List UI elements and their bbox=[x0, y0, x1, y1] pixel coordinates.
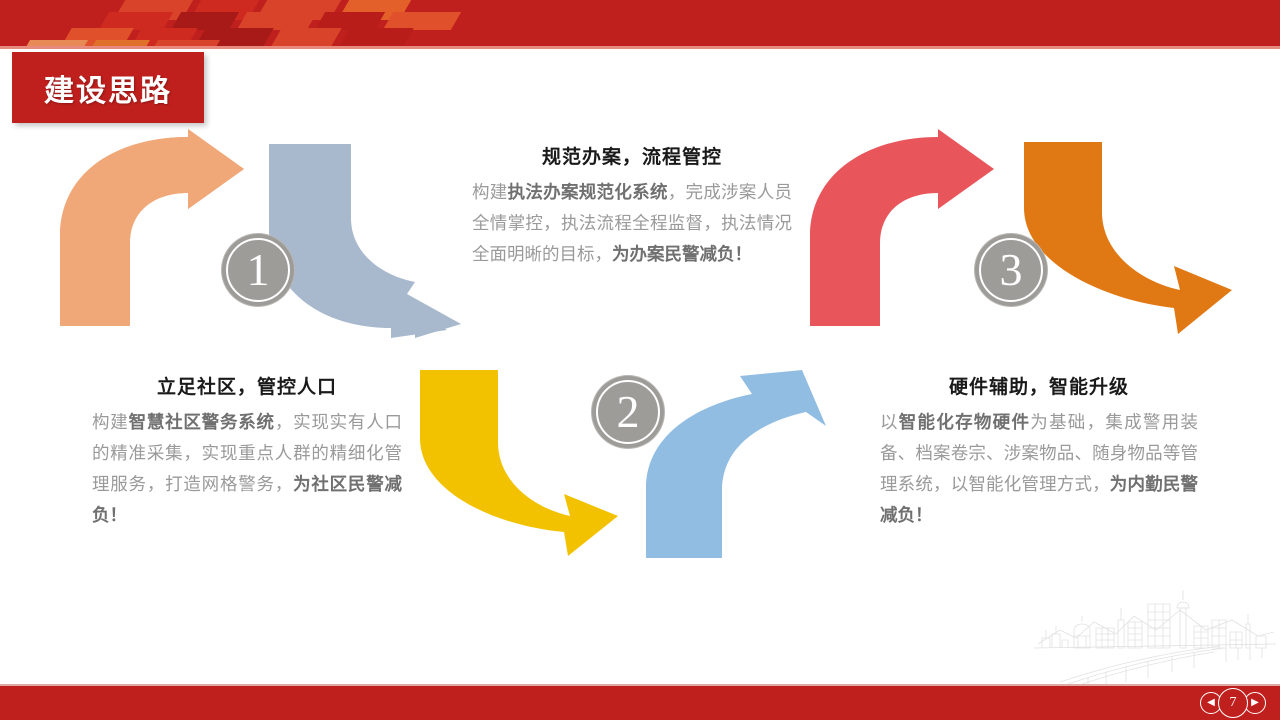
header-diagonal-pattern bbox=[0, 0, 560, 46]
hardware-bold-1: 智能化存物硬件 bbox=[898, 413, 1031, 433]
regulate-lead: 构建 bbox=[472, 183, 508, 203]
next-arrow-icon: ▶ bbox=[1251, 697, 1259, 708]
step-badge-3-number: 3 bbox=[999, 244, 1023, 295]
header-bar bbox=[0, 0, 1280, 46]
page-title-box: 建设思路 bbox=[12, 52, 204, 123]
header-underline bbox=[0, 46, 1280, 49]
page-number-badge: 7 bbox=[1218, 688, 1248, 718]
text-block-community: 立足社区，管控人口 构建智慧社区警务系统，实现实有人口的精准采集，实现重点人群的… bbox=[92, 372, 402, 533]
city-skyline-outline bbox=[1033, 590, 1277, 686]
arrow-red bbox=[810, 129, 994, 326]
community-mid: ，实现实有人口的精准采集，实现重点人群的精细化管理服务，打造网格警务， bbox=[92, 413, 402, 496]
text-block-hardware: 硬件辅助，智能升级 以智能化存物硬件为基础，集成警用装备、档案卷宗、涉案物品、随… bbox=[880, 372, 1198, 533]
arrow-bluegray bbox=[269, 144, 461, 338]
regulate-bold-2: 为办案民警减负！ bbox=[612, 245, 752, 266]
step-badge-3: 3 bbox=[975, 234, 1047, 306]
block-regulate-body: 构建执法办案规范化系统，完成涉案人员全情掌控，执法流程全程监督，执法情况全面明晰… bbox=[472, 178, 792, 271]
arrow-lightblue bbox=[646, 370, 826, 558]
text-block-regulate: 规范办案，流程管控 构建执法办案规范化系统，完成涉案人员全情掌控，执法流程全程监… bbox=[472, 142, 792, 271]
prev-arrow-icon: ◀ bbox=[1207, 697, 1215, 708]
arrow-peach bbox=[60, 129, 244, 326]
page-number: 7 bbox=[1229, 695, 1237, 710]
hardware-bold-2: 为内勤民警减负！ bbox=[880, 475, 1199, 527]
step-badge-2: 2 bbox=[592, 376, 664, 448]
community-bold-1: 智慧社区警务系统 bbox=[128, 413, 275, 433]
block-community-body: 构建智慧社区警务系统，实现实有人口的精准采集，实现重点人群的精细化管理服务，打造… bbox=[92, 408, 402, 533]
step-badge-1-number: 1 bbox=[246, 244, 270, 295]
step-badge-1: 1 bbox=[222, 234, 294, 306]
arrow-orange bbox=[1024, 142, 1232, 334]
page-title: 建设思路 bbox=[44, 73, 172, 109]
hardware-mid: 为基础，集成警用装备、档案卷宗、涉案物品、随身物品等管理系统，以智能化管理方式， bbox=[880, 413, 1198, 496]
block-hardware-heading: 硬件辅助，智能升级 bbox=[948, 376, 1129, 398]
footer-bar: ◀ 7 ▶ bbox=[0, 686, 1280, 720]
regulate-mid: ，完成涉案人员全情掌控，执法流程全程监督，执法情况全面明晰的目标， bbox=[472, 183, 793, 266]
block-hardware-body: 以智能化存物硬件为基础，集成警用装备、档案卷宗、涉案物品、随身物品等管理系统，以… bbox=[880, 408, 1198, 533]
community-bold-2: 为社区民警减负！ bbox=[92, 475, 402, 527]
page-navigation: ◀ 7 ▶ bbox=[1200, 688, 1266, 718]
footer-divider bbox=[0, 684, 1280, 686]
hardware-lead: 以 bbox=[880, 413, 899, 433]
block-regulate-heading: 规范办案，流程管控 bbox=[541, 146, 722, 168]
community-lead: 构建 bbox=[92, 413, 129, 433]
arrow-yellow bbox=[420, 370, 618, 556]
regulate-bold-1: 执法办案规范化系统 bbox=[507, 183, 668, 203]
block-community-heading: 立足社区，管控人口 bbox=[156, 376, 337, 398]
step-badge-2-number: 2 bbox=[616, 386, 640, 437]
